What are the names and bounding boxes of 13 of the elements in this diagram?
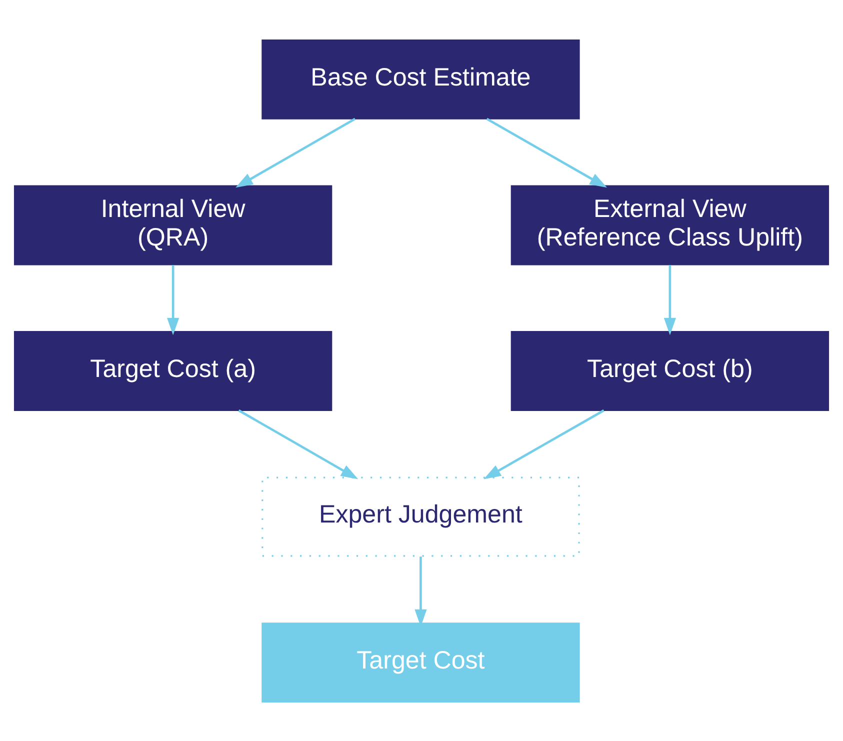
- node-box: Target Cost (b): [510, 330, 830, 410]
- node-box: Target Cost (a): [14, 330, 332, 410]
- arrow: [486, 117, 608, 188]
- node-box: Base Cost Estimate: [262, 38, 580, 119]
- arrow: [236, 117, 356, 188]
- arrow: [664, 264, 676, 335]
- arrow: [484, 408, 604, 479]
- arrow: [167, 264, 180, 335]
- node-box: Internal View (QRA): [14, 184, 332, 265]
- arrow: [238, 408, 358, 479]
- node-box: Target Cost: [262, 622, 580, 702]
- node-box: Expert Judgement: [262, 476, 580, 556]
- node-box: External View (Reference Class Uplift): [510, 184, 830, 265]
